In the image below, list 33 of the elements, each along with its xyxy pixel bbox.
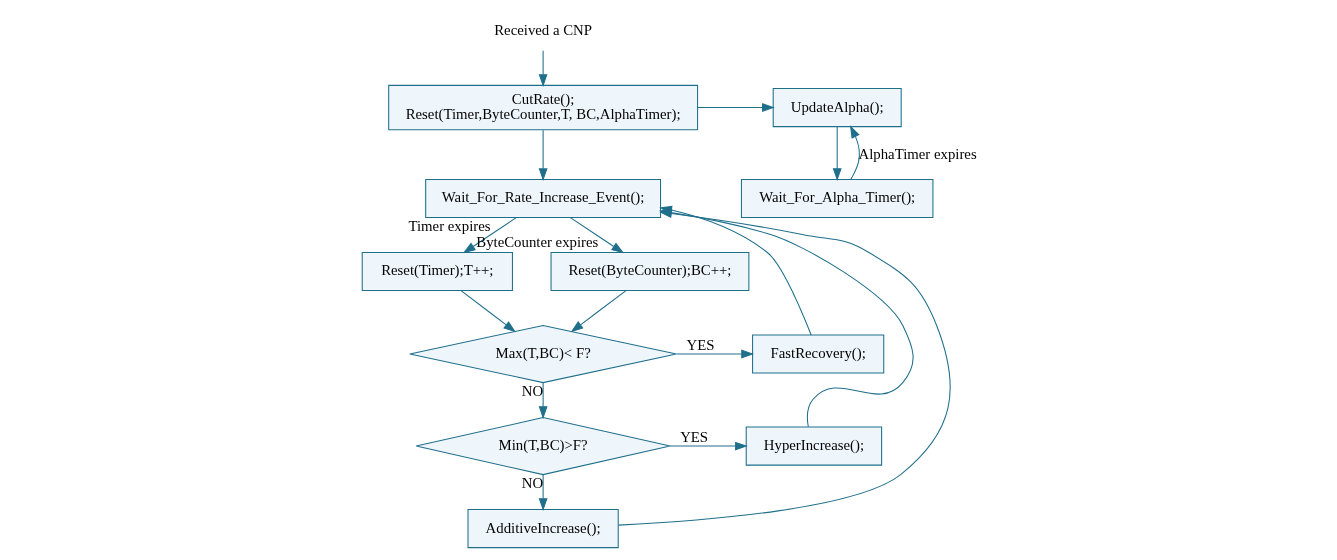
arrow: [538, 382, 548, 419]
edge-label: YES: [679, 429, 708, 446]
arrow: [849, 125, 860, 180]
edge-label: NO: [521, 383, 543, 400]
arrow: [538, 129, 548, 182]
arrow: [675, 349, 754, 359]
node-box: Reset(Timer);T++;: [361, 251, 513, 292]
arrow: [832, 126, 842, 181]
node-box: HyperIncrease();: [745, 426, 882, 466]
node-box: CutRate(); Reset(Timer,ByteCounter,T, BC,AlphaTimer);: [387, 84, 698, 131]
edge-label: ByteCounter expires: [475, 233, 598, 250]
arrow: [658, 208, 914, 428]
edge-label: NO: [521, 474, 543, 491]
arrow: [460, 290, 516, 333]
arrow: [669, 441, 748, 451]
arrow: [538, 50, 548, 87]
edge-label: YES: [686, 337, 714, 354]
node-text: Received a CNP: [493, 22, 592, 39]
arrow: [538, 474, 548, 511]
node-diamond: Max(T,BC)< F?: [408, 324, 677, 384]
arrow: [570, 290, 626, 333]
arrow: [617, 209, 951, 526]
node-box: Wait_For_Alpha_Timer();: [740, 179, 933, 219]
node-diamond: Min(T,BC)>F?: [415, 416, 671, 476]
node-box: FastRecovery();: [751, 334, 884, 374]
arrow: [569, 217, 624, 254]
edge-label: Timer expires: [407, 218, 491, 235]
node-box: Reset(ByteCounter);BC++;: [550, 251, 749, 292]
arrow: [696, 103, 775, 113]
node-box: UpdateAlpha();: [772, 88, 902, 128]
node-box: Wait_For_Rate_Increase_Event();: [424, 179, 661, 219]
arrow: [462, 217, 517, 254]
node-box: AdditiveIncrease();: [467, 509, 619, 549]
